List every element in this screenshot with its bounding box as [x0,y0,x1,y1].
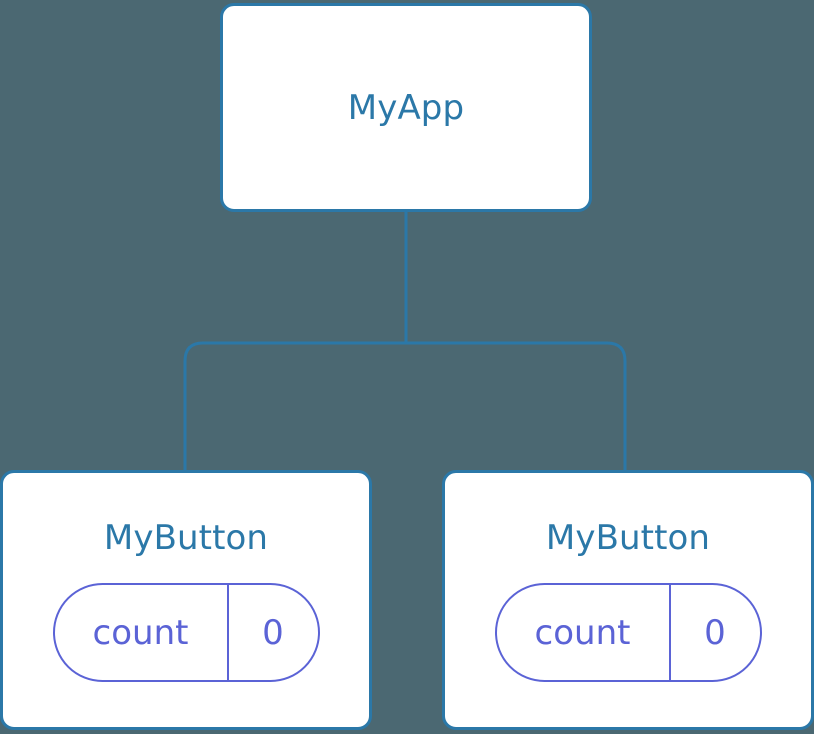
node-title: MyButton [103,518,269,558]
node-title: MyApp [347,87,465,128]
node-mybutton-1[interactable]: MyButton count 0 [0,470,372,730]
node-myapp[interactable]: MyApp [220,3,592,212]
state-value: 0 [262,612,284,653]
node-mybutton-2[interactable]: MyButton count 0 [442,470,814,730]
node-title: MyButton [545,518,711,558]
state-pill[interactable]: count 0 [52,583,320,682]
state-key: count [497,585,671,680]
state-pill[interactable]: count 0 [494,583,762,682]
state-key: count [55,585,229,680]
connector-branch-left [183,341,406,474]
connector-branch-right [406,341,627,474]
state-value: 0 [704,612,726,653]
